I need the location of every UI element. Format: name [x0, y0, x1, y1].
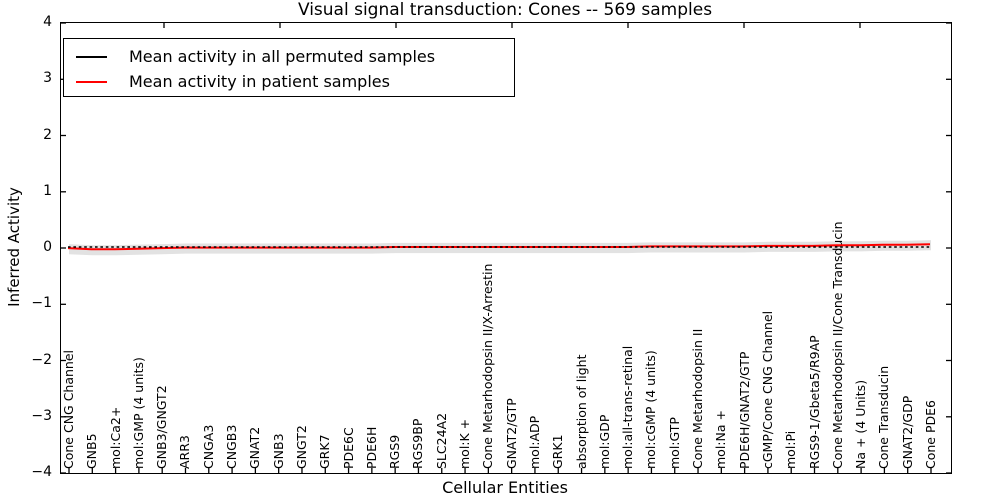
y-tick-label: −3 — [31, 407, 52, 424]
x-tick-label: mol:GDP — [596, 414, 612, 469]
x-tick-label: Cone Metarhodopsin II/Cone Transducin — [829, 221, 845, 469]
x-tick-label: GNAT2 — [247, 426, 263, 469]
x-tick-label: mol:all-trans-retinal — [620, 345, 636, 469]
x-tick-label: CNGA3 — [200, 424, 216, 469]
x-tick-label: GNGT2 — [293, 425, 309, 469]
y-tick-label: −2 — [31, 351, 52, 368]
legend-item: Mean activity in all permuted samples — [76, 44, 514, 69]
y-tick-label: 4 — [43, 14, 52, 30]
x-tick-label: absorption of light — [573, 354, 589, 469]
y-tick-label: 3 — [43, 70, 52, 87]
x-tick-label: mol:Pi — [783, 430, 799, 469]
x-tick-label: mol:cGMP (4 units) — [643, 350, 659, 469]
x-tick-label: PDE6C — [340, 427, 356, 469]
x-tick-label: mol:K + — [457, 418, 473, 469]
x-tick-label: CNGB3 — [224, 424, 240, 469]
legend-item-label: Mean activity in all permuted samples — [129, 47, 436, 66]
x-tick-label: Cone Metarhodopsin II/X-Arrestin — [480, 263, 496, 469]
x-tick-label: mol:ADP — [526, 415, 542, 469]
x-tick-label: Cone CNG Channel — [61, 349, 76, 469]
x-tick-label: cGMP/Cone CNG Channel — [759, 310, 775, 469]
x-tick-label: RGS9 — [387, 434, 403, 469]
x-tick-label: PDE6H — [363, 426, 379, 469]
std-band — [69, 240, 931, 256]
x-tick-label: RGS9BP — [410, 418, 426, 469]
y-axis-label: Inferred Activity — [5, 187, 23, 307]
x-tick-label: mol:GTP — [666, 417, 682, 469]
x-tick-label: SLC24A2 — [433, 412, 449, 469]
y-tick-label: −4 — [31, 464, 52, 480]
x-tick-label: mol:GMP (4 units) — [130, 357, 146, 469]
y-tick-label: 2 — [43, 126, 52, 143]
red-line-sample-icon — [76, 80, 107, 83]
x-tick-label: Cone Metarhodopsin II — [690, 328, 706, 469]
x-tick-label: Na + (4 Units) — [853, 379, 869, 469]
x-tick-label: PDE6H/GNAT2/GTP — [736, 351, 752, 469]
y-tick-label: −1 — [31, 295, 52, 312]
x-tick-label: GNAT2/GTP — [503, 398, 519, 469]
y-tick-label: 1 — [43, 182, 52, 199]
x-tick-label: mol:Na + — [713, 410, 729, 469]
x-tick-label: GNB3/GNGT2 — [154, 385, 170, 469]
x-axis-label: Cellular Entities — [442, 478, 568, 497]
x-tick-label: Cone PDE6 — [923, 400, 938, 469]
x-tick-label: GNAT2/GDP — [899, 395, 915, 469]
legend: Mean activity in all permuted samples Me… — [63, 38, 515, 97]
chart-title: Visual signal transduction: Cones -- 569… — [297, 0, 713, 20]
legend-item: Mean activity in patient samples — [76, 69, 514, 94]
x-tick-label: GRK7 — [317, 434, 333, 469]
x-tick-label: GNB3 — [270, 433, 286, 469]
legend-item-label: Mean activity in patient samples — [129, 72, 390, 91]
x-tick-label: mol:Ca2+ — [107, 406, 123, 469]
x-tick-label: RGS9-1/Gbeta5/R9AP — [806, 335, 822, 469]
black-line-sample-icon — [76, 55, 107, 58]
x-tick-label: GNB5 — [84, 433, 100, 469]
x-tick-label: ARR3 — [177, 435, 193, 469]
x-tick-label: Cone Transducin — [876, 365, 892, 469]
x-tick-label: GRK1 — [550, 434, 566, 469]
y-tick-label: 0 — [43, 239, 52, 255]
